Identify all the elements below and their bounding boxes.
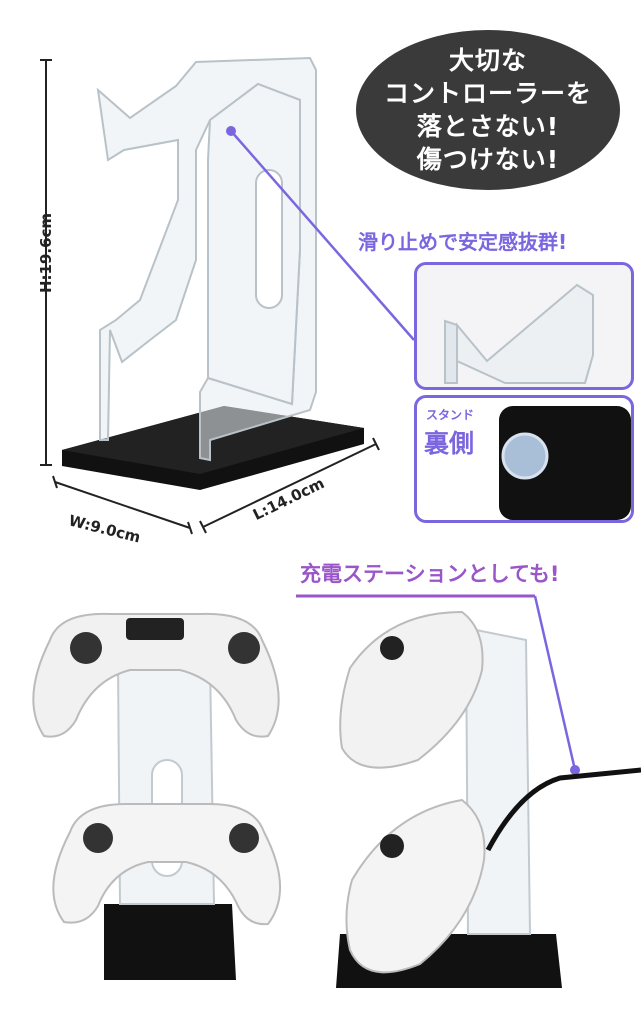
charging-heading: 充電ステーションとしても! bbox=[300, 562, 560, 586]
callout-line-1: 大切な bbox=[448, 46, 527, 75]
antislip-heading: 滑り止めで安定感抜群! bbox=[358, 230, 568, 254]
acrylic-body bbox=[96, 56, 317, 462]
callout-line-2: コントローラーを bbox=[383, 79, 592, 108]
stand-label: スタンド bbox=[426, 408, 475, 422]
photo-stand-with-controllers-front bbox=[32, 612, 282, 980]
zoom-detail-drawing bbox=[444, 283, 594, 384]
callout-bubble: 大切な コントローラーを 落とさない! 傷つけない! bbox=[356, 30, 620, 190]
zoom-detail-box bbox=[414, 262, 634, 390]
back-side-label: 裏側 bbox=[424, 429, 475, 458]
dimension-lines bbox=[40, 59, 380, 535]
photo-stand-with-controllers-side bbox=[336, 610, 641, 988]
stand-back-drawing bbox=[499, 406, 631, 520]
callout-line-3: 落とさない! bbox=[416, 112, 560, 141]
stand-back-box bbox=[414, 395, 634, 523]
callout-line-4: 傷つけない! bbox=[416, 145, 560, 174]
dimension-height-label: H:19.6cm bbox=[37, 212, 55, 294]
